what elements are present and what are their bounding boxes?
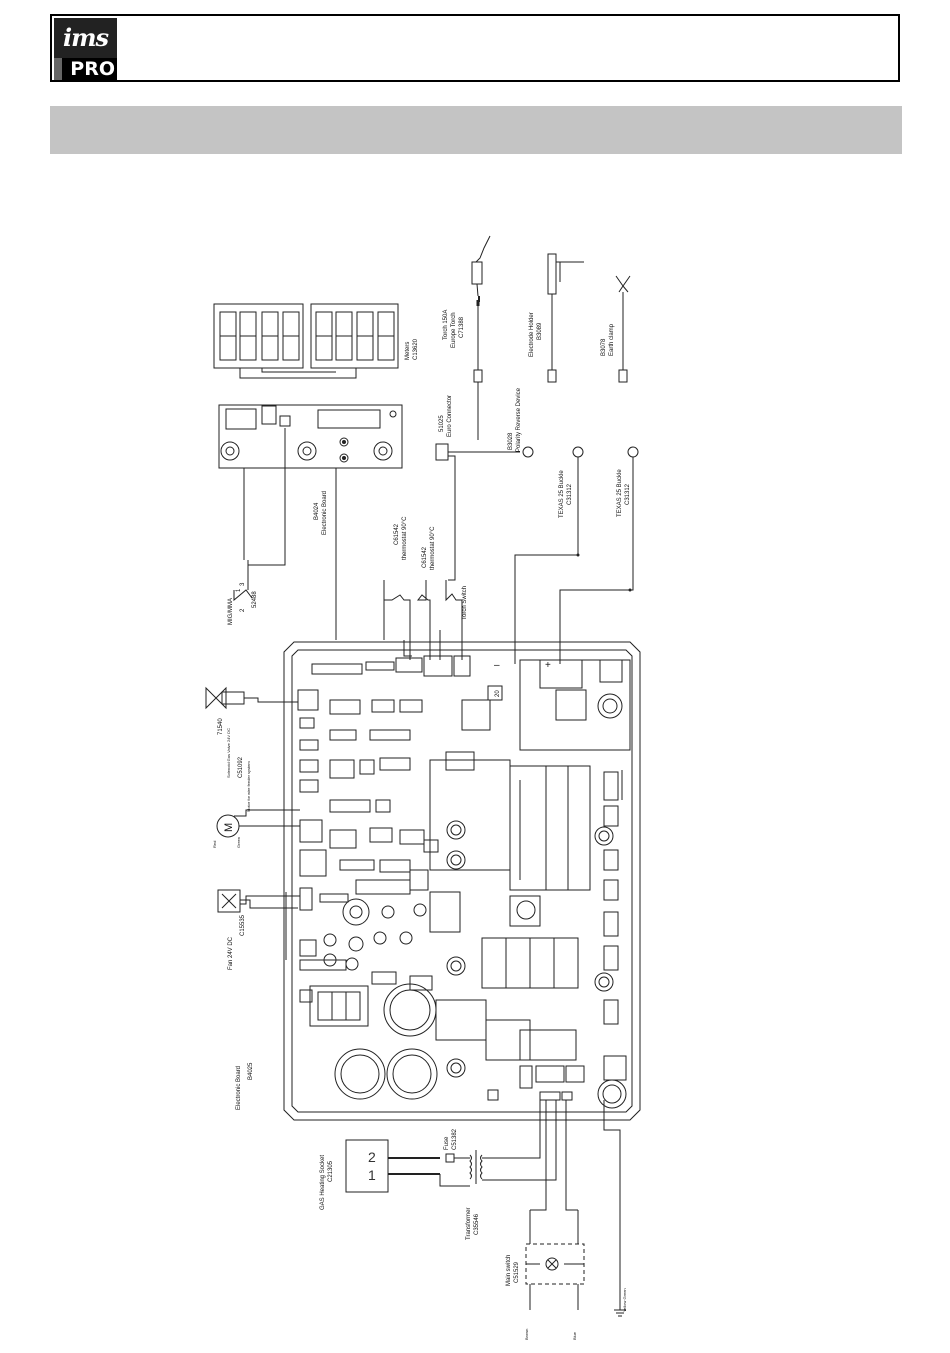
thermostat-1-code: C61542	[394, 523, 400, 545]
thermostat-2-label: thermostat 90°C	[430, 526, 436, 570]
board-top-label: Electronic Board	[322, 491, 328, 535]
electrode-holder	[547, 253, 584, 383]
meters-displays	[213, 303, 399, 379]
meters-code: C13620	[413, 338, 419, 360]
switch-pin-2: 2	[240, 608, 246, 612]
buckle-terminal-2	[627, 446, 639, 458]
board-top-code: B4024	[314, 502, 320, 520]
texas-buckle-1-code: C31312	[567, 483, 573, 505]
euro-connector-label: Euro Connector	[447, 395, 453, 437]
texas-buckle-2-label: TEXAS 25 Buckle	[617, 469, 623, 517]
control-board-b4024	[218, 404, 403, 640]
solenoid-code: 71540	[218, 718, 224, 735]
socket-pin-1: 1	[368, 1167, 376, 1183]
socket-pin-2: 2	[368, 1149, 376, 1165]
blue-wire-label: Blue	[572, 1331, 577, 1340]
fuse-label: Fuse	[444, 1136, 450, 1150]
gas-heating-socket	[345, 1139, 440, 1193]
logo-wordmark: ims	[54, 18, 117, 58]
switch-code: 52488	[252, 591, 258, 608]
texas-buckle-2-code: C31312	[625, 483, 631, 505]
motor-code: C51092	[238, 756, 244, 778]
torch-assembly	[471, 235, 491, 440]
europe-torch-label: Europe Torch	[451, 312, 457, 348]
yellow-green-wire-label: Yellow Green	[622, 1288, 627, 1312]
euro-connector-code: 51025	[439, 415, 445, 432]
torch-switch-label: Torch Switch	[462, 586, 468, 620]
fan-label: Fan 24V DC	[228, 936, 234, 970]
diagram-labels: Meters C13620 B4024 Electronic Board MIG…	[212, 310, 631, 1340]
main-switch-label: Main switch	[506, 1255, 512, 1286]
logo-subtitle: PRO	[54, 58, 117, 80]
earth-clamp-code: B3078	[601, 338, 607, 356]
polarity-label: Polarity Reverse Device	[516, 387, 522, 452]
fuse-code: C51382	[452, 1128, 458, 1150]
earth-clamp	[615, 275, 631, 383]
green-wire-label: Green	[236, 837, 241, 848]
switch-pin-3: 3	[240, 582, 246, 586]
main-switch-code: C51529	[514, 1261, 520, 1283]
red-wire-label: Red	[212, 841, 217, 848]
wire-feed-motor	[216, 809, 300, 838]
main-board-label: Electronic Board	[236, 1066, 242, 1110]
torch-150a-label: Torch 150A	[443, 310, 449, 340]
buckle-terminal-1	[572, 446, 584, 458]
fuse	[445, 1153, 455, 1163]
switch-pin-1: 1	[236, 588, 242, 592]
cooling-fan	[217, 889, 300, 913]
texas-buckle-1-label: TEXAS 25 Buckle	[559, 470, 565, 518]
polarity-code: B3028	[508, 432, 514, 450]
mig-mma-label: MIG/MMA	[228, 598, 234, 625]
solenoid-label: Solenoid Gas Valve 24V DC	[226, 728, 231, 778]
electrode-holder-code: B3089	[537, 322, 543, 340]
thermostat-1-label: thermostat 90°C	[402, 516, 408, 560]
transformer-code: C35546	[474, 1213, 480, 1235]
mig-mma-switch	[233, 560, 253, 602]
motor-symbol: M	[223, 823, 235, 832]
brand-logo: ims PRO	[54, 18, 117, 80]
minus-terminal: –	[494, 660, 500, 671]
main-switch-c51529	[525, 1100, 585, 1310]
thermostat-2-code: C61542	[422, 546, 428, 568]
electrode-holder-label: Electrode Holder	[529, 312, 535, 357]
main-board-code: B4025	[248, 1062, 254, 1080]
polarity-terminal	[522, 446, 534, 458]
pcb-marking-20: 20	[495, 690, 501, 697]
fan-code: C15535	[240, 914, 246, 936]
gas-heating-socket-code: C21305	[328, 1160, 334, 1182]
earth-wire	[603, 1100, 626, 1317]
euro-connector	[435, 443, 449, 461]
earth-clamp-label: Earth clamp	[609, 323, 615, 356]
plus-terminal: +	[545, 660, 551, 671]
motor-label: Motor for wire feeder system	[246, 761, 251, 812]
header-frame	[50, 14, 900, 82]
transformer-c35546	[439, 1100, 557, 1187]
gas-heating-socket-label: GAS Heating Socket	[320, 1155, 326, 1210]
solenoid-gas-valve	[205, 686, 298, 710]
meters-label: Meters	[405, 342, 411, 360]
main-pcb-b4025	[283, 641, 641, 1121]
transformer-label: Transformer	[466, 1208, 472, 1240]
brown-wire-label: Brown	[524, 1329, 529, 1340]
torch-code: C71388	[459, 316, 465, 338]
section-title-band	[50, 106, 902, 154]
